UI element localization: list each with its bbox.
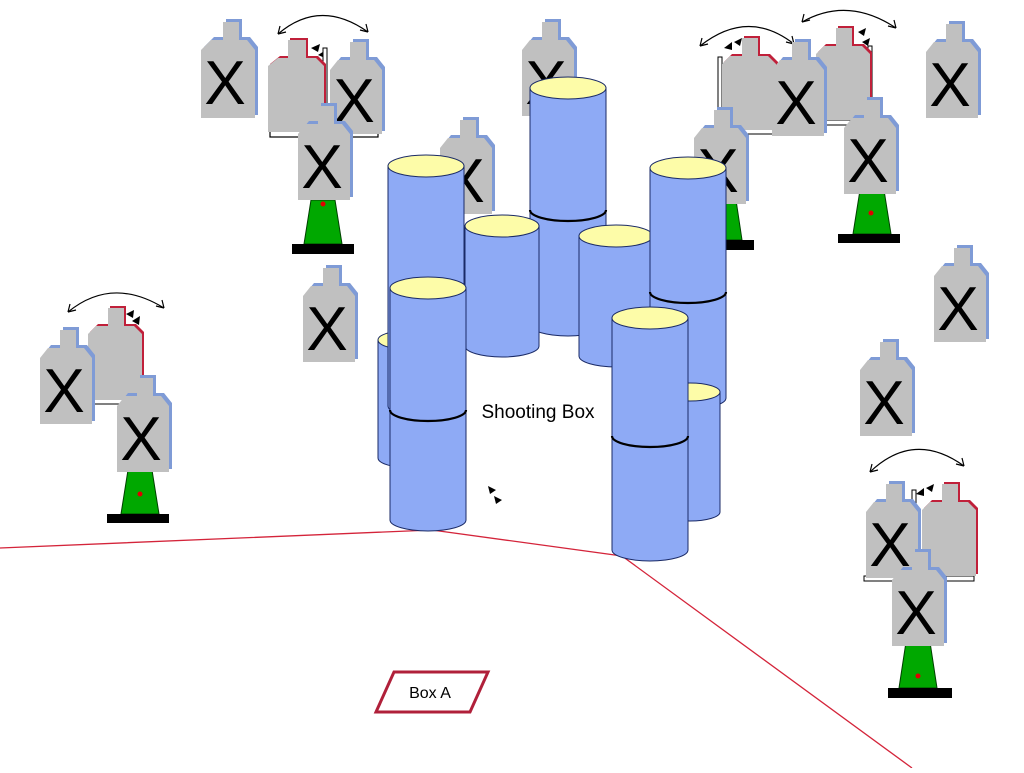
target: X — [298, 103, 353, 202]
popper-stand-icon — [898, 641, 938, 689]
target — [816, 26, 872, 120]
popper-dot — [915, 673, 921, 679]
fault-lines — [0, 529, 913, 769]
target: X — [40, 327, 95, 426]
barrel-wall — [377, 76, 728, 562]
target: X — [844, 97, 899, 196]
popper-base — [838, 234, 900, 243]
target: X — [201, 19, 258, 118]
target-group-left: X X — [40, 292, 172, 523]
no-shoot-x-icon: X — [937, 275, 978, 344]
target: X — [860, 339, 915, 438]
no-shoot-x-icon: X — [847, 127, 888, 196]
target — [922, 482, 978, 576]
target: X — [303, 265, 358, 364]
target — [722, 36, 778, 130]
start-position-icon — [488, 486, 502, 504]
box-a-label: Box A — [409, 685, 451, 702]
swing-arrow-icon — [277, 14, 369, 35]
swing-arrow-icon — [699, 9, 897, 47]
popper-dot — [320, 201, 326, 207]
target: X — [866, 481, 921, 580]
no-shoot-x-icon: X — [863, 369, 904, 438]
target — [268, 38, 326, 132]
target: X — [934, 245, 989, 344]
flag-icon — [724, 28, 870, 50]
popper-base — [292, 244, 354, 254]
popper-base — [700, 240, 754, 250]
no-shoot-x-icon: X — [43, 357, 84, 426]
swing-arrow-icon — [67, 292, 165, 313]
popper-base — [888, 688, 952, 698]
target: X — [330, 39, 385, 136]
no-shoot-x-icon: X — [301, 133, 342, 202]
target-group-top-left: X X X — [201, 14, 385, 254]
popper-dot — [137, 491, 143, 497]
box-a: Box A — [373, 670, 491, 714]
target: X — [117, 375, 172, 474]
no-shoot-x-icon: X — [120, 405, 161, 474]
target-group-top-right: X X X — [694, 9, 900, 250]
no-shoot-x-icon: X — [204, 49, 245, 118]
target: X — [892, 549, 947, 648]
flag-icon — [916, 484, 934, 496]
fault-line — [0, 529, 913, 769]
target — [88, 306, 144, 400]
no-shoot-x-icon: X — [775, 69, 816, 138]
barrel-icon — [464, 214, 540, 358]
no-shoot-x-icon: X — [306, 295, 347, 364]
target: X — [772, 39, 827, 138]
barrel-icon — [388, 276, 468, 532]
no-shoot-x-icon: X — [895, 579, 936, 648]
target-group-bottom-right: X X — [863, 448, 978, 698]
flag-icon — [126, 310, 140, 325]
popper-dot — [868, 210, 874, 216]
target: X — [926, 21, 981, 120]
popper-stand-icon — [303, 199, 343, 245]
popper-base — [107, 514, 169, 523]
barrel-icon — [610, 306, 690, 562]
swing-arrow-icon — [869, 448, 965, 473]
no-shoot-x-icon: X — [929, 51, 970, 120]
shooting-box-label: Shooting Box — [481, 402, 595, 423]
